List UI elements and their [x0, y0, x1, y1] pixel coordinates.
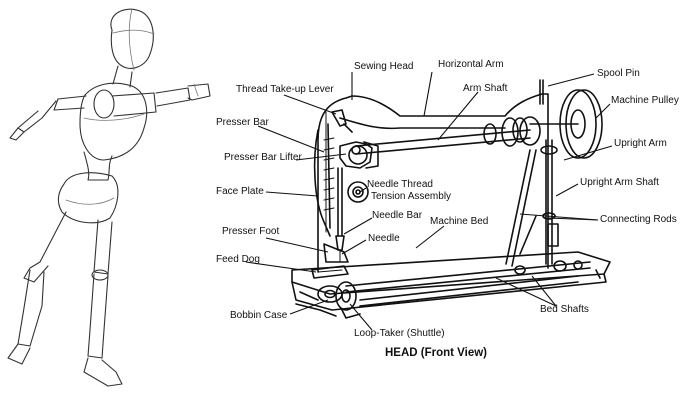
leader-horizontal-arm	[423, 71, 433, 117]
label-bobbin-case: Bobbin Case	[230, 310, 288, 321]
part-labels: Sewing Head Horizontal Arm Spool Pin Thr…	[216, 59, 679, 359]
leader-presser-bar	[257, 125, 325, 153]
leader-upright-arm-shaft	[555, 183, 579, 197]
label-thread-takeup-lever: Thread Take-up Lever	[236, 84, 334, 95]
leader-spool-pin	[547, 73, 595, 87]
label-needle: Needle	[368, 233, 400, 244]
leader-face-plate	[265, 191, 319, 197]
label-presser-bar: Presser Bar	[216, 117, 269, 128]
label-feed-dog: Feed Dog	[216, 254, 260, 265]
label-bed-shafts: Bed Shafts	[540, 304, 589, 315]
label-needle-bar: Needle Bar	[372, 210, 423, 221]
leader-machine-bed	[415, 225, 445, 249]
leader-lines	[245, 71, 613, 331]
label-presser-bar-lifter: Presser Bar Lifter	[224, 152, 302, 163]
leader-bed-shafts-1	[495, 277, 557, 307]
label-sewing-head: Sewing Head	[354, 61, 413, 72]
leader-bobbin-case	[289, 299, 329, 315]
label-horizontal-arm: Horizontal Arm	[438, 59, 504, 70]
label-needle-thread-tension-line2: Tension Assembly	[371, 191, 451, 202]
label-needle-thread-tension-line1: Needle Thread	[367, 179, 433, 190]
label-connecting-rods: Connecting Rods	[600, 214, 677, 225]
label-presser-foot: Presser Foot	[222, 226, 279, 237]
sewing-machine-drawing	[291, 79, 611, 319]
mannequin-sketch	[7, 8, 211, 387]
leader-bed-shafts-2	[531, 275, 557, 307]
leader-feed-dog	[245, 261, 317, 273]
diagram-title: HEAD (Front View)	[385, 347, 487, 359]
label-machine-pulley: Machine Pulley	[611, 95, 679, 106]
leader-needle-bar	[343, 217, 373, 235]
leader-machine-pulley	[595, 103, 611, 119]
leader-loop-taker	[349, 303, 373, 331]
leader-needle	[341, 239, 367, 255]
label-machine-bed: Machine Bed	[430, 216, 488, 227]
leader-arm-shaft	[437, 91, 479, 141]
leader-needle-thread-tension	[359, 187, 367, 193]
label-face-plate: Face Plate	[216, 186, 264, 197]
leader-presser-foot	[265, 237, 329, 253]
leader-connecting-rods-2	[547, 217, 599, 221]
leader-presser-bar-lifter	[295, 153, 347, 161]
label-arm-shaft: Arm Shaft	[463, 83, 508, 94]
label-spool-pin: Spool Pin	[597, 68, 640, 79]
label-upright-arm-shaft: Upright Arm Shaft	[580, 177, 659, 188]
label-loop-taker: Loop-Taker (Shuttle)	[354, 328, 445, 339]
label-upright-arm: Upright Arm	[614, 138, 667, 149]
leader-thread-takeup-lever	[283, 94, 337, 115]
leader-upright-arm	[563, 145, 613, 161]
